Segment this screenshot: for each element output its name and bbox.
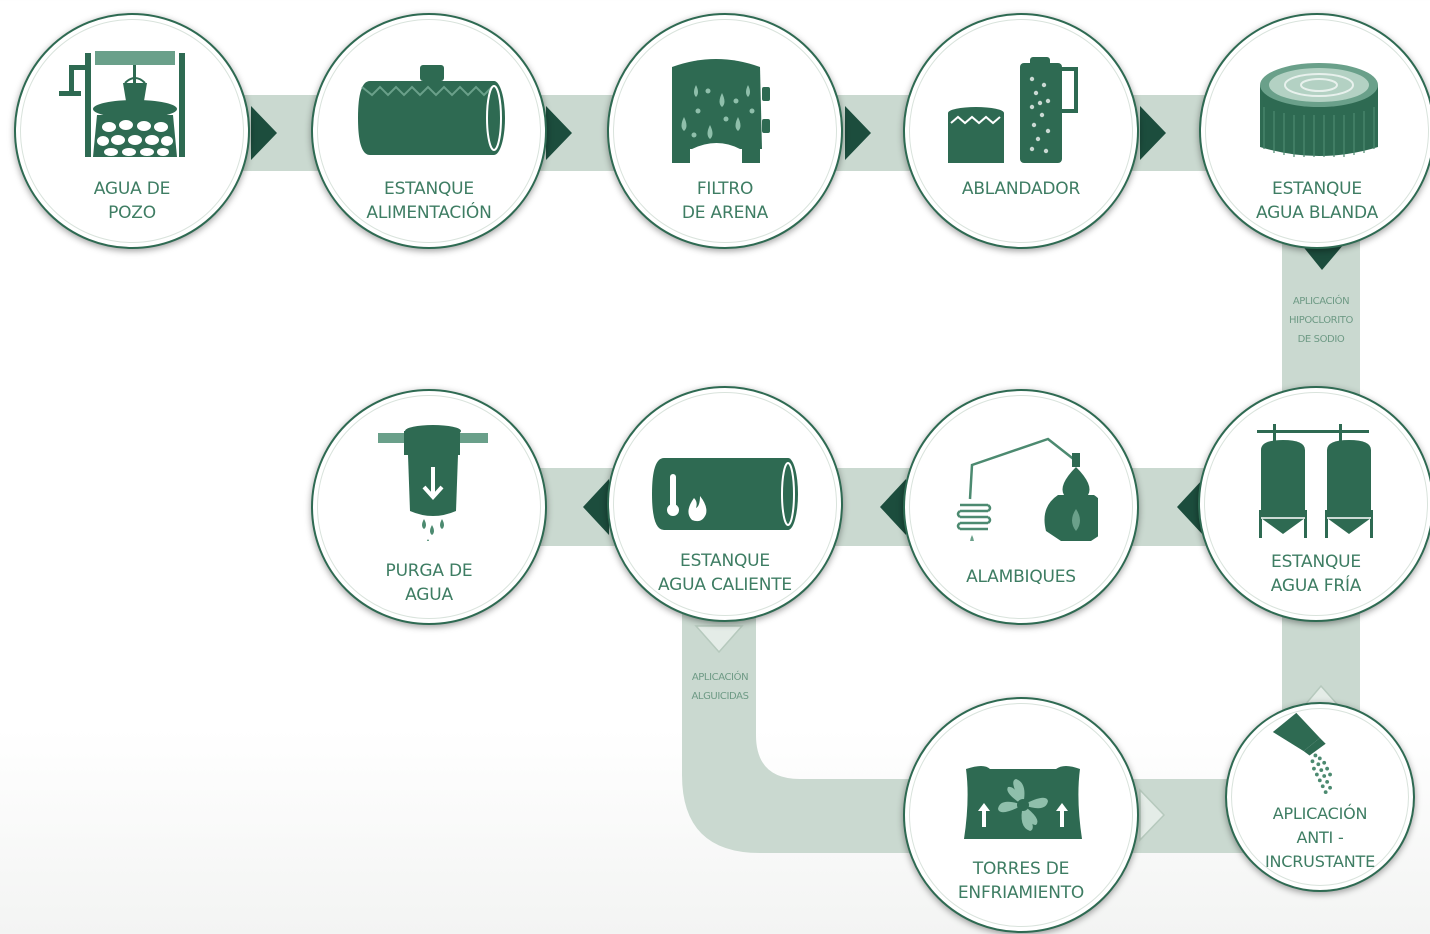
horizontal-tank-icon (358, 65, 505, 155)
note-line: APLICACIÓN (691, 672, 749, 683)
heated-tank-icon (652, 458, 798, 530)
well-icon (59, 51, 185, 157)
sand-filter-icon (672, 59, 770, 163)
node-label: ALAMBIQUES (905, 553, 1137, 589)
node-purga-de-agua: PURGA DE AGUA (311, 389, 547, 625)
node-label: APLICACIÓN ANTI - INCRUSTANTE (1227, 802, 1413, 874)
label-line: TORRES DE (972, 859, 1070, 879)
twin-silo-icon (1257, 424, 1373, 538)
node-estanque-agua-caliente: ESTANQUE AGUA CALIENTE (607, 386, 843, 622)
node-aplicacion-anti-incrustante: APLICACIÓN ANTI - INCRUSTANTE (1225, 702, 1415, 892)
arrow-left-2 (880, 479, 906, 535)
node-alambiques: ALAMBIQUES (903, 389, 1139, 625)
arrow-down-1 (1301, 244, 1344, 270)
arrow-right-2 (546, 106, 572, 160)
note-line: DE SODIO (1297, 334, 1345, 345)
dosing-pour-icon (1272, 712, 1332, 795)
node-label: ABLANDADOR (905, 177, 1137, 201)
label-line: APLICACIÓN (1272, 804, 1368, 823)
label-line: POZO (108, 203, 156, 223)
node-label: TORRES DE ENFRIAMIENTO (905, 857, 1137, 905)
cooling-tower-icon (964, 766, 1082, 839)
label-line: AGUA (405, 585, 453, 605)
label-line: ALIMENTACIÓN (366, 203, 492, 223)
node-label: ESTANQUE ALIMENTACIÓN (313, 177, 545, 225)
label-line: ESTANQUE (384, 179, 474, 199)
label-line: ESTANQUE (680, 551, 770, 571)
label-line: AGUA BLANDA (1255, 203, 1379, 223)
node-agua-de-pozo: AGUA DE POZO (14, 13, 250, 249)
note-hipoclorito: APLICACIÓN HIPOCLORITO DE SODIO (1282, 292, 1360, 349)
node-estanque-agua-fria: ESTANQUE AGUA FRÍA (1198, 386, 1430, 622)
label-line: INCRUSTANTE (1265, 852, 1375, 871)
label-line: ABLANDADOR (961, 179, 1081, 199)
note-line: ALGUICIDAS (691, 691, 749, 702)
arrow-left-3 (583, 479, 609, 535)
label-line: FILTRO (696, 179, 754, 199)
node-label: ESTANQUE AGUA CALIENTE (609, 549, 841, 597)
arrow-right-1 (251, 106, 277, 160)
label-line: ALAMBIQUES (966, 567, 1076, 587)
arrow-right-5 (1139, 788, 1166, 842)
node-ablandador: ABLANDADOR (903, 13, 1139, 249)
node-label: ESTANQUE AGUA FRÍA (1200, 550, 1430, 598)
label-line: ENFRIAMIENTO (957, 883, 1085, 903)
node-torres-de-enfriamiento: TORRES DE ENFRIAMIENTO (903, 697, 1139, 933)
label-line: DE ARENA (681, 203, 769, 223)
alembic-still-icon (956, 437, 1098, 541)
label-line: ESTANQUE (1271, 552, 1361, 572)
arrow-right-4 (1140, 106, 1166, 160)
note-line: HIPOCLORITO (1289, 315, 1353, 326)
arrow-down-2 (694, 625, 744, 654)
label-line: AGUA FRÍA (1270, 576, 1362, 596)
note-line: APLICACIÓN (1292, 296, 1350, 307)
purge-filter-icon (378, 425, 488, 541)
flow-arrows (251, 106, 1344, 535)
water-softener-icon (948, 57, 1078, 163)
label-line: ESTANQUE (1272, 179, 1362, 199)
node-label: ESTANQUE AGUA BLANDA (1201, 177, 1430, 225)
node-label: FILTRO DE ARENA (609, 177, 841, 225)
label-line: AGUA CALIENTE (658, 575, 792, 595)
label-line: ANTI - (1296, 828, 1344, 847)
open-tank-icon (1260, 63, 1378, 157)
node-filtro-de-arena: FILTRO DE ARENA (607, 13, 843, 249)
label-line: PURGA DE (385, 561, 473, 581)
label-line: AGUA DE (93, 179, 171, 199)
node-label: AGUA DE POZO (16, 177, 248, 225)
node-estanque-alimentacion: ESTANQUE ALIMENTACIÓN (311, 13, 547, 249)
node-estanque-agua-blanda: ESTANQUE AGUA BLANDA (1199, 13, 1430, 249)
arrow-left-1 (1177, 479, 1203, 535)
node-label: PURGA DE AGUA (313, 559, 545, 607)
note-alguicidas: APLICACIÓN ALGUICIDAS (682, 668, 758, 706)
arrow-right-3 (845, 106, 871, 160)
